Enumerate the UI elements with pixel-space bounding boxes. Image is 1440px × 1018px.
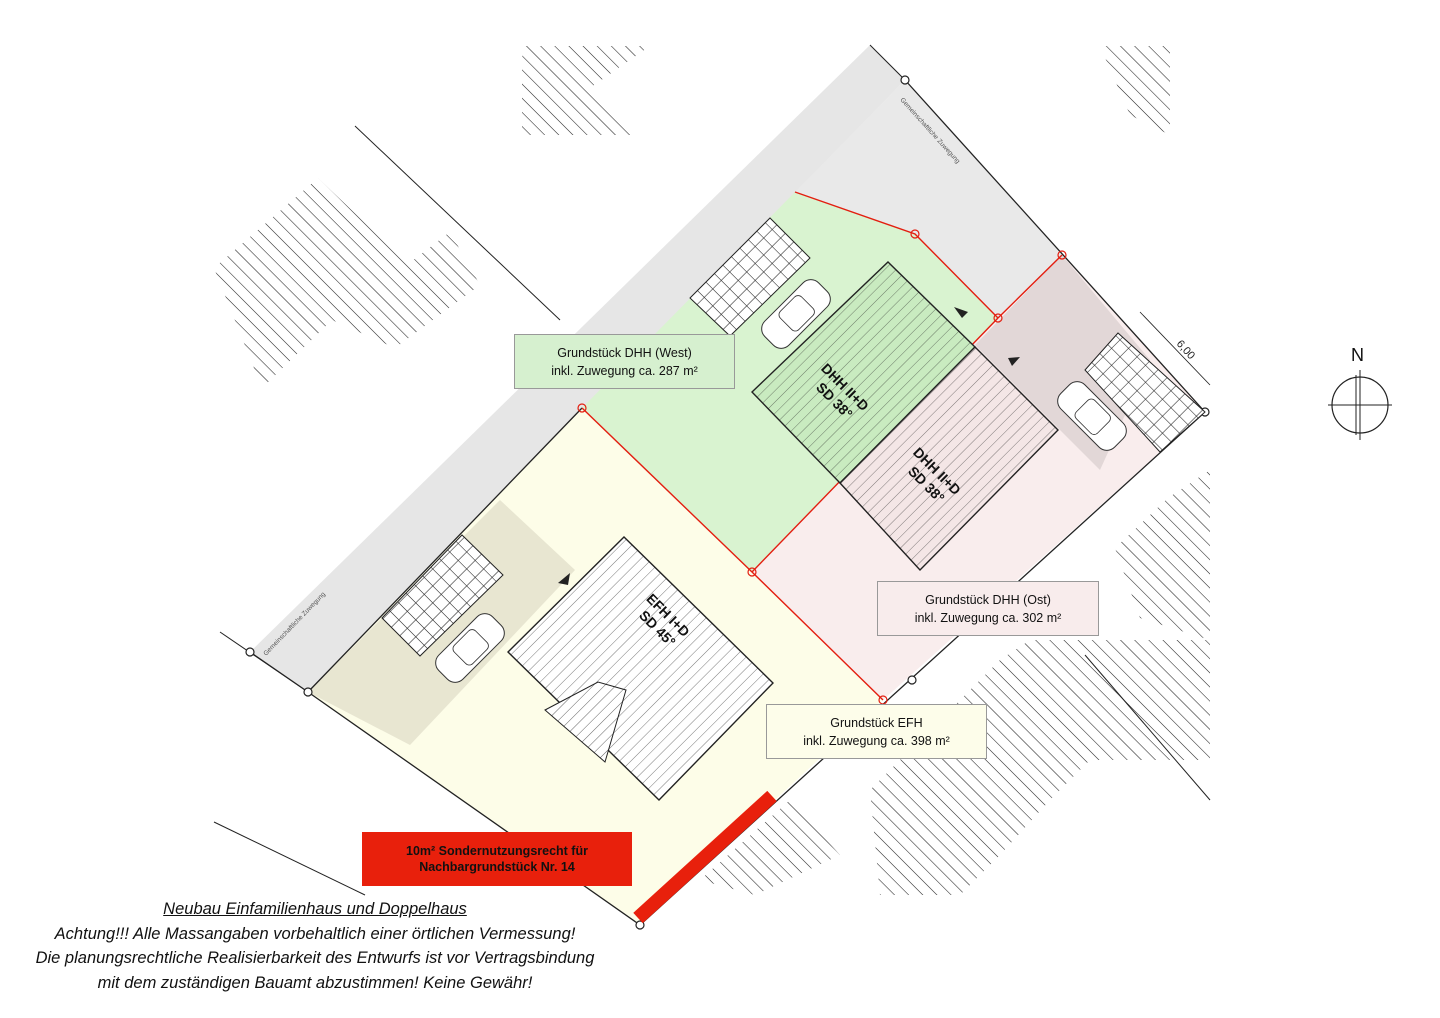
road-edge-line: [307, 407, 583, 693]
entrance-arrow: [954, 307, 968, 318]
neighbour-building-south-east: [870, 640, 1210, 895]
north-arrow-icon: [1328, 370, 1392, 440]
dimension-line: [1139, 311, 1211, 386]
plot-division-west-north: [794, 191, 999, 319]
plot-label-west: Grundstück DHH (West) inkl. Zuwegung ca.…: [514, 334, 735, 389]
special-use-label: 10m² Sondernutzungsrecht für Nachbargrun…: [362, 832, 632, 886]
notes-line-3: mit dem zuständigen Bauamt abzustimmen! …: [97, 973, 533, 992]
neighbour-building-east: [1115, 470, 1210, 640]
plot-label-efh-area: inkl. Zuwegung ca. 398 m²: [803, 733, 950, 748]
plot-label-west-area: inkl. Zuwegung ca. 287 m²: [551, 363, 698, 378]
neighbour-boundary-line: [354, 125, 561, 321]
boundary-line-north-east: [904, 79, 1206, 413]
notes-line-1: Achtung!!! Alle Massangaben vorbehaltlic…: [54, 924, 576, 943]
plot-division-ost-north: [997, 254, 1063, 319]
entrance-arrow: [1008, 357, 1020, 366]
special-use-line2: Nachbargrundstück Nr. 14: [419, 860, 575, 874]
entrance-arrow: [558, 573, 570, 585]
garage-efh: [381, 534, 504, 657]
car-dhh-ost: [1057, 381, 1127, 451]
building-efh: [507, 536, 774, 801]
dimension-label: 6,00: [1174, 338, 1197, 362]
disclaimer-notes: Neubau Einfamilienhaus und Doppelhaus Ac…: [10, 897, 620, 995]
car-efh: [435, 613, 505, 683]
plot-label-west-name: Grundstück DHH (West): [557, 345, 692, 360]
plot-label-efh-name: Grundstück EFH: [830, 715, 923, 730]
notes-title: Neubau Einfamilienhaus und Doppelhaus: [163, 900, 467, 918]
plot-label-efh: Grundstück EFH inkl. Zuwegung ca. 398 m²: [766, 704, 987, 759]
road-edge-line: [869, 44, 906, 81]
boundary-markers-red: [577, 229, 1067, 705]
plot-label-ost-name: Grundstück DHH (Ost): [925, 592, 1051, 607]
car-dhh-west: [761, 279, 831, 349]
building-dhh-ost: [839, 346, 1059, 572]
garage-dhh-ost: [1084, 332, 1206, 453]
notes-line-2: Die planungsrechtliche Realisierbarkeit …: [35, 949, 595, 967]
garage-dhh-west: [689, 217, 811, 337]
neighbour-building-ne: [1100, 46, 1170, 135]
neighbour-buildings: [213, 46, 1211, 896]
special-use-strip: [633, 790, 777, 924]
neighbour-building-nw: [522, 46, 650, 135]
plot-label-ost-area: inkl. Zuwegung ca. 302 m²: [914, 610, 1062, 625]
neighbour-building-west: [214, 178, 480, 388]
north-label: N: [1351, 345, 1364, 365]
neighbour-boundary-line: [1084, 654, 1211, 801]
neighbour-boundary-line: [213, 821, 366, 896]
special-use-line1: 10m² Sondernutzungsrecht für: [406, 844, 588, 858]
neighbour-building-south: [700, 800, 840, 895]
plot-label-ost: Grundstück DHH (Ost) inkl. Zuwegung ca. …: [877, 581, 1099, 636]
shared-access-road-east: [795, 80, 1062, 318]
